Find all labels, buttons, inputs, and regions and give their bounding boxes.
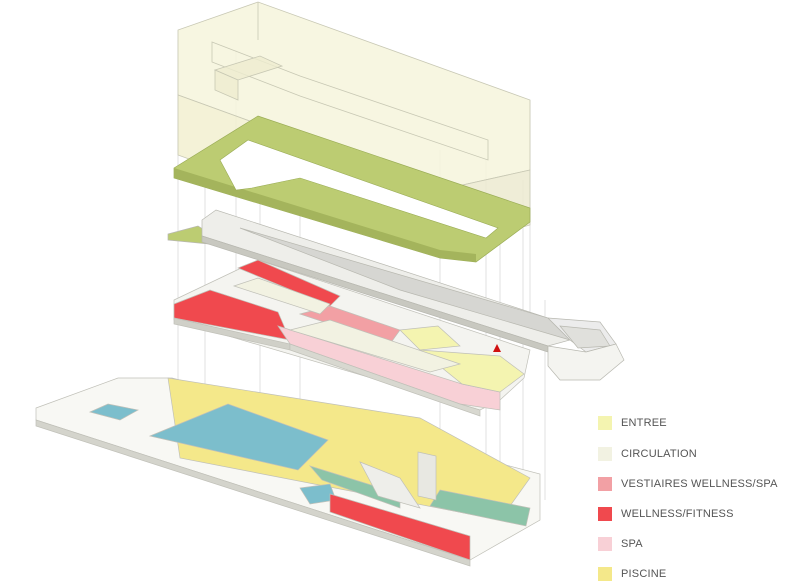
entrance-marker-icon xyxy=(493,344,501,352)
legend-swatch xyxy=(598,567,612,581)
ramp-level xyxy=(167,209,625,381)
legend-swatch xyxy=(598,477,612,491)
legend-swatch xyxy=(598,537,612,551)
legend-label: WELLNESS/FITNESS xyxy=(621,508,734,520)
pool-floor xyxy=(35,377,541,567)
legend-label: VESTIAIRES WELLNESS/SPA xyxy=(621,478,778,490)
legend-swatch xyxy=(598,447,612,461)
legend-label: PISCINE xyxy=(621,568,667,580)
legend-label: SPA xyxy=(621,538,643,550)
legend-item-vestiaires: VESTIAIRES WELLNESS/SPA xyxy=(598,475,778,493)
legend-swatch xyxy=(598,416,612,430)
legend-label: ENTREE xyxy=(621,417,667,429)
legend-item-circulation: CIRCULATION xyxy=(598,445,697,463)
legend-item-wellness-fitness: WELLNESS/FITNESS xyxy=(598,505,734,523)
wellness-spa-floor xyxy=(173,259,531,417)
legend-item-entree: ENTREE xyxy=(598,414,667,432)
legend-label: CIRCULATION xyxy=(621,448,697,460)
legend-swatch xyxy=(598,507,612,521)
legend-item-piscine: PISCINE xyxy=(598,565,666,583)
legend-item-spa: SPA xyxy=(598,535,643,553)
green-roof-slab xyxy=(173,115,531,263)
